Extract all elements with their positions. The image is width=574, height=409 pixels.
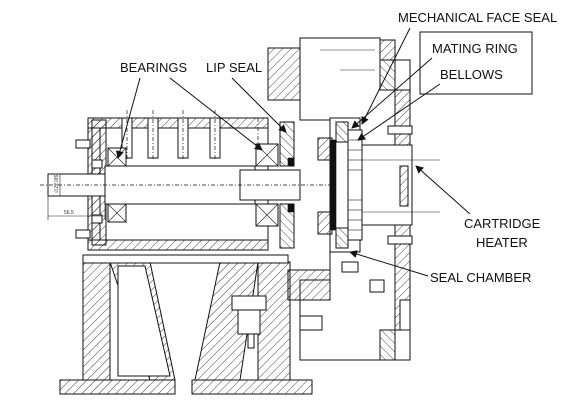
pedestal-base [59, 254, 313, 395]
label-box [419, 31, 533, 95]
mating-ring [335, 121, 349, 249]
label-lip-seal: LIP SEAL [206, 60, 262, 75]
shaft-diameter-dimension: ∅22.0f6 [54, 174, 61, 196]
label-seal-chamber: SEAL CHAMBER [430, 270, 531, 285]
label-bellows: BELLOWS [440, 67, 503, 82]
cover-bolts [341, 125, 413, 331]
cartridge-heater [361, 144, 440, 226]
label-heater: HEATER [476, 235, 528, 250]
bellows [347, 129, 363, 241]
label-mechanical-face-seal: MECHANICAL FACE SEAL [398, 10, 557, 25]
leader-lines [115, 27, 471, 277]
lip-seal [279, 121, 295, 249]
shaft [40, 165, 330, 205]
label-cartridge: CARTRIDGE [464, 216, 541, 231]
shaft-diameter-text: ∅22.0f6 [54, 175, 60, 193]
pedestal-bolts [231, 295, 323, 349]
label-mating-ring: MATING RING [432, 41, 518, 56]
shaft-length-dimension: 56.5 [47, 196, 106, 220]
label-bearings: BEARINGS [120, 60, 188, 75]
shaft-length-text: 56.5 [64, 210, 74, 216]
